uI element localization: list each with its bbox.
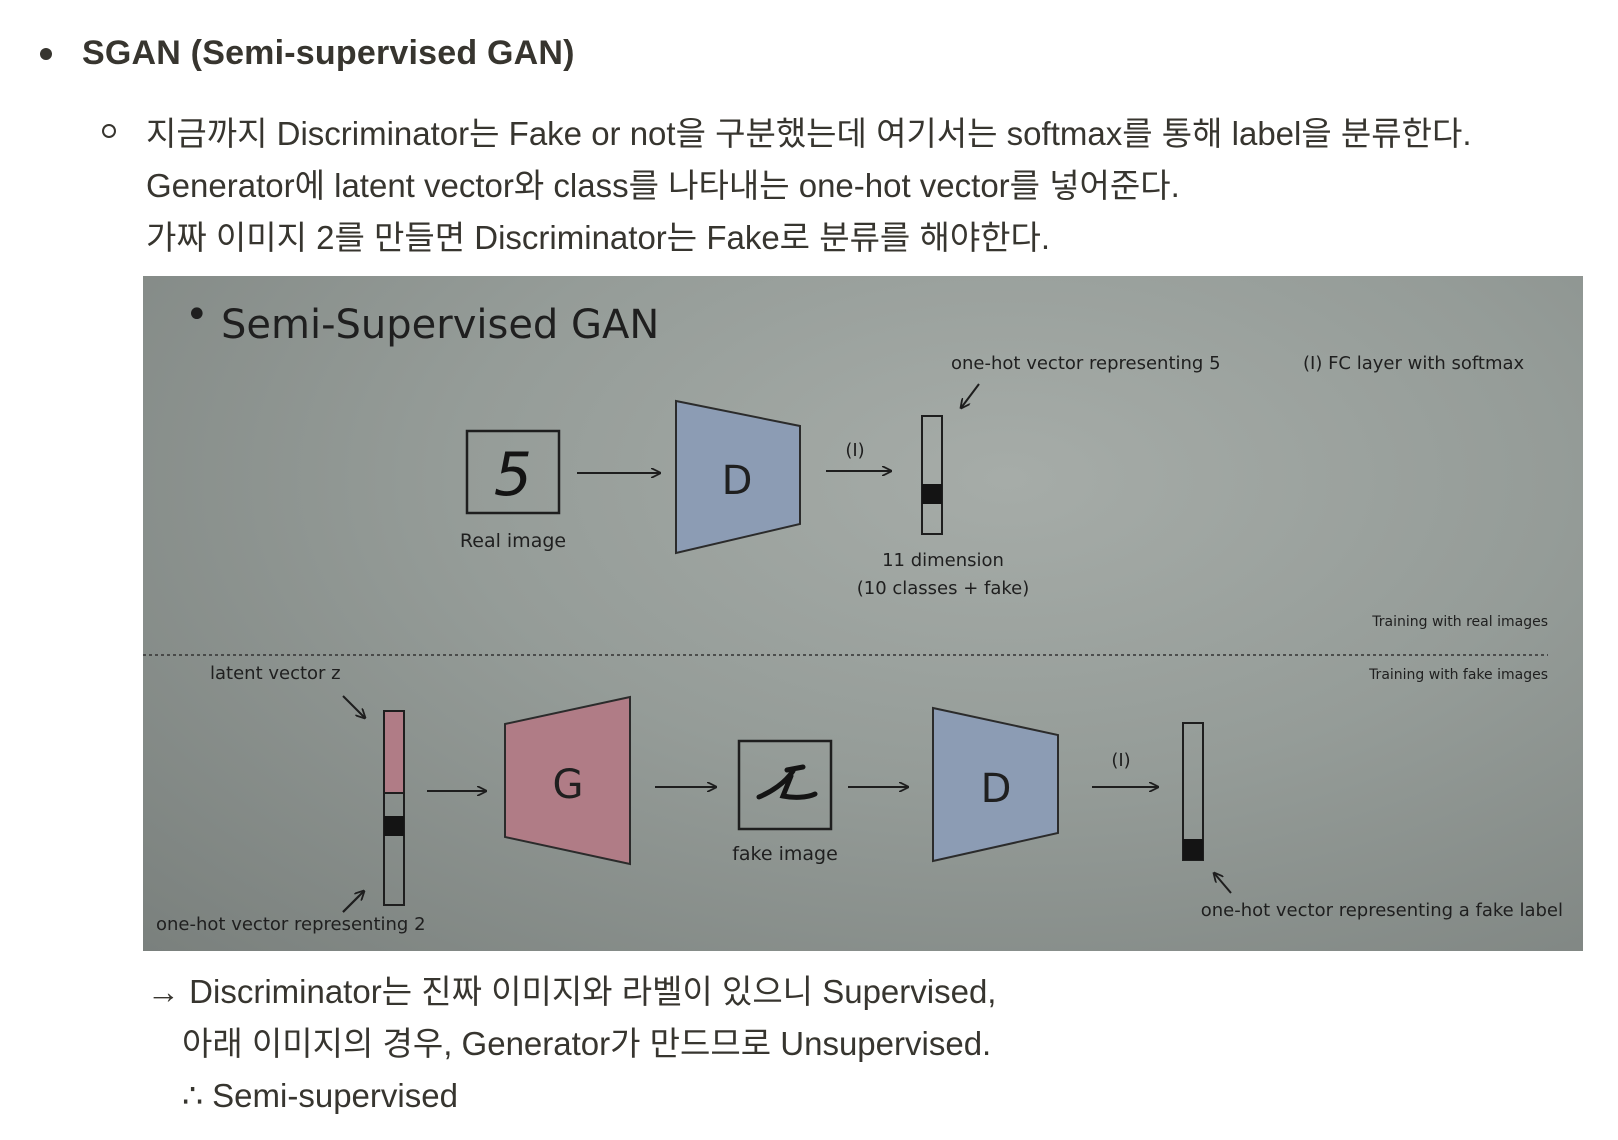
latent-vector-segment [383, 710, 405, 794]
softmax-vector-top [921, 415, 943, 535]
vector-hot-cell-top [922, 484, 942, 504]
figure-title-bullet: • [185, 292, 209, 338]
sub-bullet-text: 지금까지 Discriminator는 Fake or not을 구분했는데 여… [146, 108, 1586, 264]
conclusion-text: → Discriminator는 진짜 이미지와 라벨이 있으니 Supervi… [147, 966, 996, 1122]
fake-image-caption: fake image [732, 843, 838, 865]
onehot-2-pointer-arrow [342, 891, 364, 913]
description-line: Generator에 latent vector와 class를 나타내는 on… [146, 167, 1180, 204]
sgan-diagram-svg: • Semi-Supervised GAN 5 Real image D (I)… [143, 292, 1563, 935]
heading-bullet-item: SGAN (Semi-supervised GAN) [40, 34, 575, 73]
class-onehot-segment [383, 792, 405, 906]
onehot-5-caption: one-hot vector representing 5 [951, 353, 1221, 374]
conclusion-line: 아래 이미지의 경우, Generator가 만드므로 Unsupervised… [182, 1025, 992, 1062]
onehot-5-pointer-arrow [961, 383, 980, 408]
fake-label-caption: one-hot vector representing a fake label [1201, 900, 1563, 921]
fc-arrow-label-bottom: (I) [1111, 750, 1130, 771]
circle-bullet-icon [102, 124, 116, 138]
onehot-2-caption: one-hot vector representing 2 [156, 914, 426, 935]
generator-shape [504, 695, 631, 866]
fake-label-pointer-arrow [1214, 873, 1232, 894]
generator-label: G [553, 762, 584, 808]
discriminator-bottom-label: D [981, 766, 1012, 812]
latent-vector-caption: latent vector z [210, 663, 341, 684]
sgan-diagram-image: • Semi-Supervised GAN 5 Real image D (I)… [143, 276, 1583, 951]
real-digit: 5 [494, 440, 532, 510]
latent-pointer-arrow [342, 695, 365, 718]
discriminator-top-label: D [722, 458, 753, 504]
section-label-fake: Training with fake images [1368, 667, 1548, 683]
conclusion-line: → Discriminator는 진짜 이미지와 라벨이 있으니 Supervi… [147, 973, 997, 1010]
discriminator-bottom-shape [932, 706, 1059, 863]
real-image-box [465, 429, 561, 515]
heading-text: SGAN (Semi-supervised GAN) [82, 34, 575, 72]
conclusion-line: ∴ Semi-supervised [182, 1077, 458, 1114]
real-image-caption: Real image [460, 530, 566, 552]
fake-image-box [737, 739, 833, 831]
dimension-caption-line-1: 11 dimension [882, 550, 1004, 571]
discriminator-top-shape [675, 399, 801, 555]
figure-title: Semi-Supervised GAN [221, 302, 659, 348]
bullet-dot-icon [40, 47, 52, 60]
fc-layer-note: (I) FC layer with softmax [1303, 353, 1525, 374]
fake-digit-stroke [756, 764, 818, 800]
section-label-real: Training with real images [1371, 614, 1548, 630]
description-line: 지금까지 Discriminator는 Fake or not을 구분했는데 여… [146, 115, 1472, 152]
dimension-caption-line-2: (10 classes + fake) [857, 578, 1030, 599]
description-line: 가짜 이미지 2를 만들면 Discriminator는 Fake로 분류를 해… [146, 219, 1051, 256]
class-hot-cell [384, 816, 404, 836]
vector-hot-cell-bottom [1183, 839, 1203, 860]
fc-arrow-label-top: (I) [845, 440, 864, 461]
